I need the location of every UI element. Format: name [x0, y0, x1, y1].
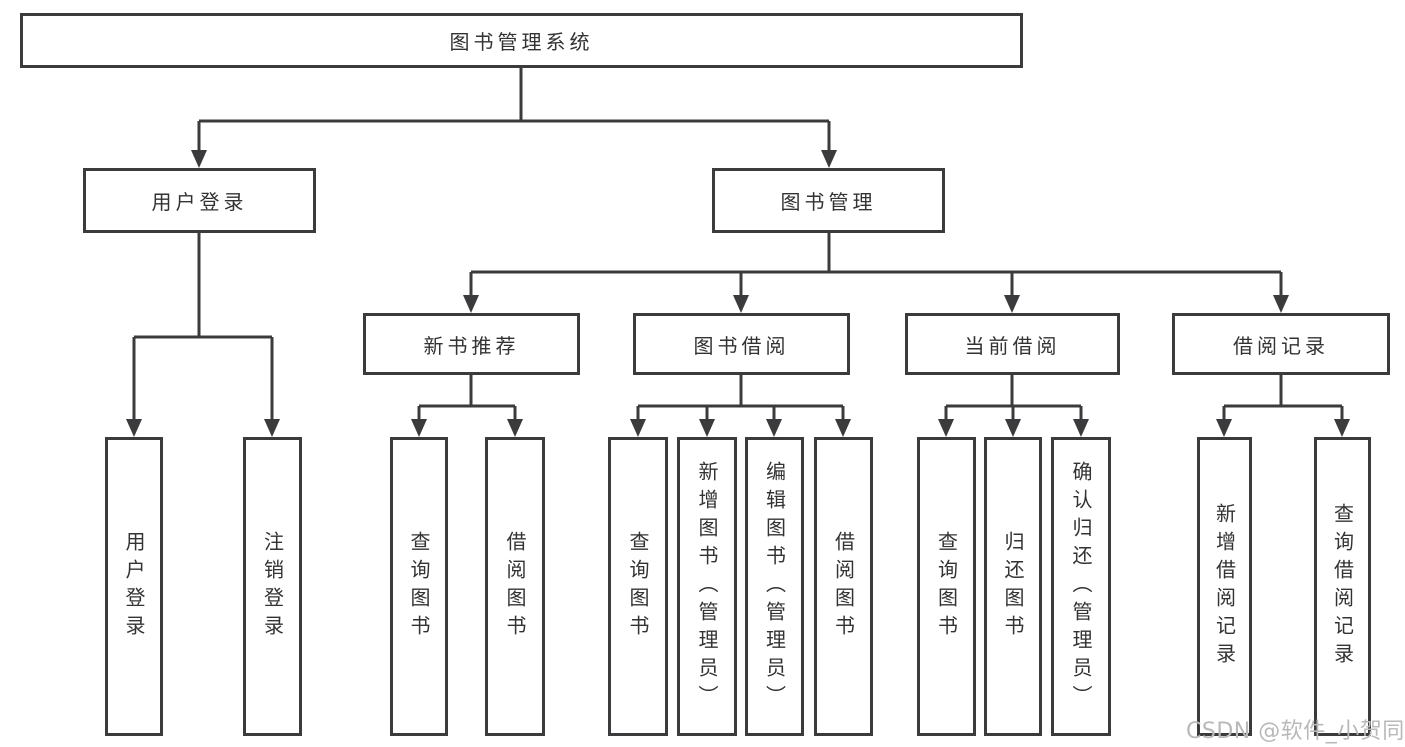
node-label: 查询图书 — [934, 530, 959, 643]
node-label: 图书借阅 — [693, 333, 790, 358]
node-book-borrow: 图书借阅 — [633, 313, 850, 375]
node-label: 新增借阅记录 — [1212, 502, 1237, 671]
node-leaf-br-add-record: 新增借阅记录 — [1197, 437, 1252, 736]
node-borrow-records: 借阅记录 — [1172, 313, 1390, 375]
node-label: 新增图书（管理员） — [695, 460, 719, 713]
node-label: 查询图书 — [407, 530, 431, 643]
node-label: 用户登录 — [122, 530, 146, 643]
node-label: 借阅图书 — [503, 530, 527, 643]
connector-new-book-rec-children — [411, 375, 523, 437]
connector-book-management-children — [463, 233, 1289, 313]
node-leaf-bb-edit-books: 编辑图书（管理员） — [745, 437, 804, 736]
node-label: 归还图书 — [1001, 530, 1025, 643]
node-leaf-cb-confirm-return: 确认归还（管理员） — [1051, 437, 1111, 736]
node-leaf-bb-query-books: 查询图书 — [608, 437, 668, 736]
node-label: 借阅记录 — [1233, 333, 1329, 358]
node-leaf-nr-borrow-books: 借阅图书 — [485, 437, 545, 736]
connector-book-borrow-children — [630, 375, 851, 437]
node-leaf-br-query-record: 查询借阅记录 — [1314, 437, 1371, 736]
node-label: 用户登录 — [151, 190, 248, 214]
node-root: 图书管理系统 — [20, 13, 1023, 68]
node-leaf-cb-return-books: 归还图书 — [984, 437, 1042, 736]
node-leaf-logout: 注销登录 — [243, 437, 302, 736]
connector-root-to-level2 — [191, 68, 837, 168]
node-label: 新书推荐 — [423, 333, 520, 358]
node-leaf-cb-query-books: 查询图书 — [917, 437, 976, 736]
node-label: 查询图书 — [626, 530, 650, 643]
node-leaf-bb-borrow-books: 借阅图书 — [814, 437, 873, 736]
node-new-book-rec: 新书推荐 — [363, 313, 580, 375]
node-leaf-user-login: 用户登录 — [105, 437, 163, 736]
node-label: 查询借阅记录 — [1330, 502, 1355, 671]
connector-user-login-children — [126, 233, 280, 437]
node-label: 编辑图书（管理员） — [762, 460, 787, 713]
connector-borrow-records-children — [1216, 375, 1350, 437]
node-label: 确认归还（管理员） — [1069, 460, 1093, 713]
node-current-borrow: 当前借阅 — [905, 313, 1120, 375]
connector-current-borrow-children — [938, 375, 1089, 437]
node-label: 当前借阅 — [964, 333, 1061, 358]
watermark-text: CSDN @软件_小贺同学 — [1186, 719, 1405, 744]
node-label: 图书管理系统 — [449, 30, 594, 54]
node-label: 图书管理 — [780, 190, 877, 214]
node-leaf-bb-add-books: 新增图书（管理员） — [677, 437, 737, 736]
node-book-management: 图书管理 — [712, 168, 945, 233]
node-label: 借阅图书 — [831, 530, 856, 643]
node-leaf-nr-query-books: 查询图书 — [390, 437, 448, 736]
node-user-login: 用户登录 — [83, 168, 316, 233]
node-label: 注销登录 — [260, 530, 285, 643]
